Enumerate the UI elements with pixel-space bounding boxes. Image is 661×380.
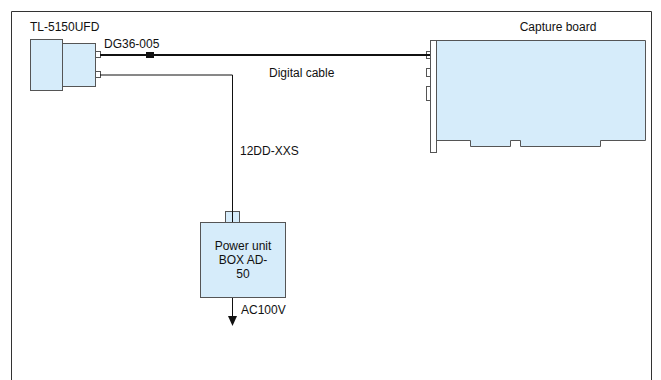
cable-label: 12DD-XXS xyxy=(239,144,300,158)
digital-cable xyxy=(100,54,430,56)
camera-lens xyxy=(31,40,63,91)
ac-line xyxy=(232,298,233,318)
ac-arrowhead xyxy=(228,316,237,326)
board-port xyxy=(427,87,431,101)
power-unit-box: Power unit BOX AD-50 xyxy=(200,222,286,298)
frame xyxy=(12,12,652,380)
node-label: TL-5150UFD xyxy=(30,20,100,34)
board-pcb xyxy=(437,41,646,147)
cable-part-number: DG36-005 xyxy=(104,37,159,51)
node-label: Power unit BOX AD-50 xyxy=(213,239,273,281)
camera-connector xyxy=(96,52,101,58)
capture-board xyxy=(427,41,646,153)
camera xyxy=(31,40,101,91)
camera-connector xyxy=(96,72,101,78)
board-node: Capture board xyxy=(430,20,646,153)
cable-label: Digital cable xyxy=(268,66,335,80)
camera-body xyxy=(63,44,96,87)
node-label: Capture board xyxy=(430,20,646,34)
board-port xyxy=(427,69,431,77)
camera-node: TL-5150UFD xyxy=(30,20,100,92)
power-cable xyxy=(100,75,233,222)
power-input-label: AC100V xyxy=(241,303,286,317)
board-bracket xyxy=(431,41,437,153)
